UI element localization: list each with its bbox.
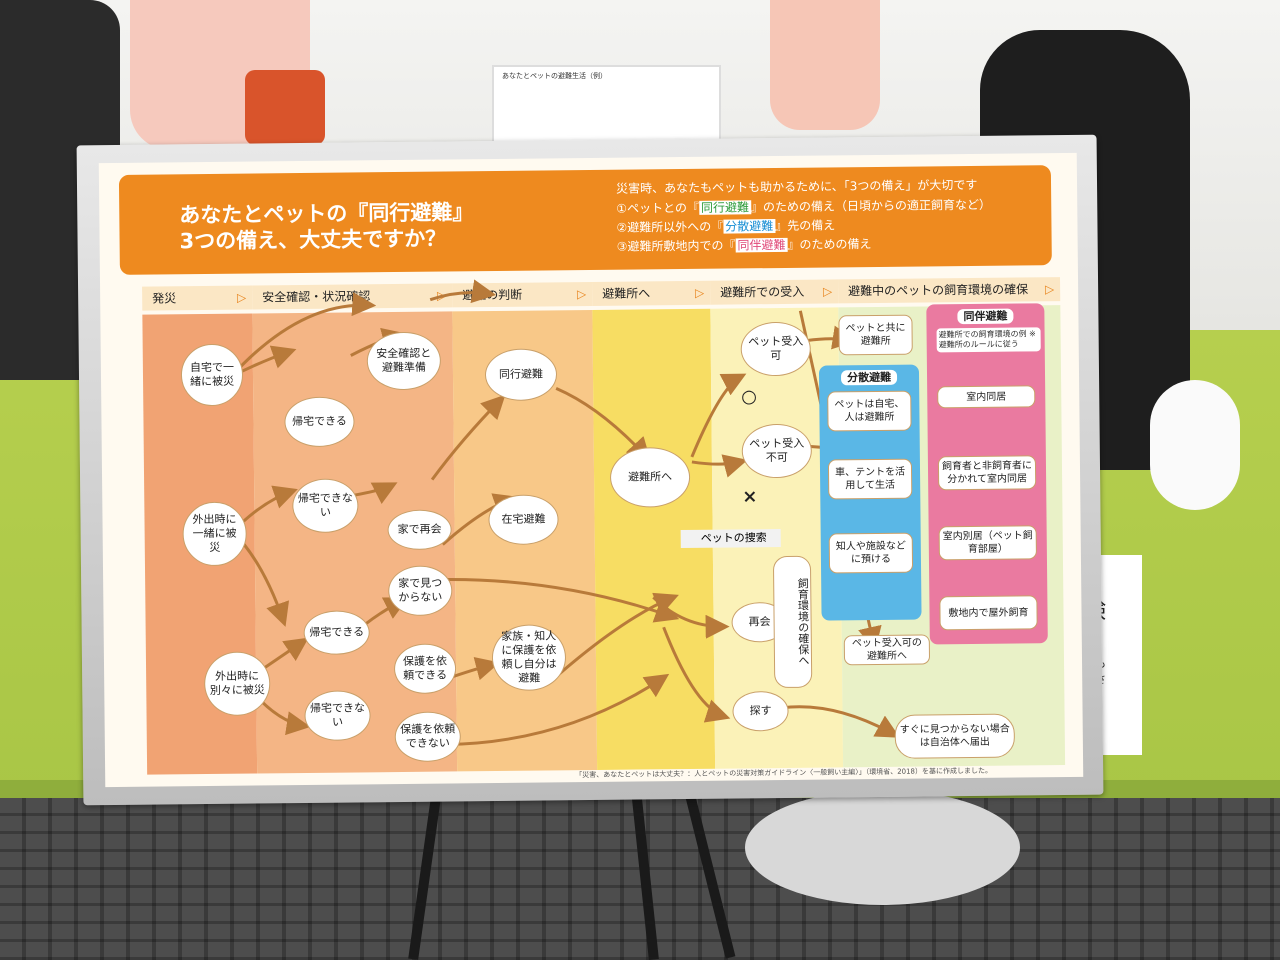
red-bag xyxy=(245,70,325,145)
node-ask-family: 家族・知人に保護を依頼し自分は避難 xyxy=(491,624,567,692)
node-environment: 飼育環境の確保へ xyxy=(772,555,813,689)
companion-title: 同伴避難 xyxy=(926,307,1044,325)
pet-search-tag: ペットの捜索 xyxy=(680,529,781,549)
dispersed-item-3: 知人や施設などに預ける xyxy=(828,532,914,574)
flow-arrows xyxy=(229,279,901,747)
poster-frame: あなたとペットの『同行避難』 3つの備え、大丈夫ですか？ 災害時、あなたもペット… xyxy=(76,134,1104,806)
companion-item-2: 飼育者と非飼育者に分かれて室内同居 xyxy=(937,455,1037,491)
arrow-2 xyxy=(229,292,377,378)
node-to-ok-shelter: ペット受入可の避難所へ xyxy=(843,634,931,666)
ok-circle-icon: ○ xyxy=(741,386,758,408)
ng-cross-icon: × xyxy=(742,486,758,508)
arrow-10 xyxy=(430,394,506,481)
node-home-together: 自宅で一緒に被災 xyxy=(180,343,244,407)
arrow-15 xyxy=(553,592,679,680)
companion-item-3: 室内別居（ペット飼育部屋） xyxy=(938,525,1037,561)
arrow-8 xyxy=(429,279,497,304)
arrow-9 xyxy=(351,482,398,504)
companion-note: 避難所での飼育環境の例 ※避難所のルールに従う xyxy=(936,327,1041,353)
arrow-18 xyxy=(690,373,747,458)
white-table xyxy=(1150,380,1240,510)
node-with-pet: ペットと共に避難所 xyxy=(838,314,913,356)
dispersed-item-1: ペットは自宅、人は避難所 xyxy=(827,390,912,432)
companion-item-1: 室内同居 xyxy=(937,385,1036,409)
arrow-16 xyxy=(444,673,670,747)
node-notify: すぐに見つからない場合は自治体へ届出 xyxy=(894,713,1016,759)
background-poster-title: あなたとペットの避難生活（例） xyxy=(502,72,607,80)
arrow-17 xyxy=(555,386,651,462)
dispersed-item-2: 車、テントを活用して生活 xyxy=(827,458,913,500)
person-pink-shirt-right xyxy=(770,0,880,130)
arrow-12 xyxy=(443,578,680,623)
dispersed-panel: 分散避難 ペットは自宅、人は避難所 車、テントを活用して生活 知人や施設などに預… xyxy=(818,364,922,621)
node-out-together: 外出時に一緒に被災 xyxy=(182,501,247,567)
background-poster: あなたとペットの避難生活（例） xyxy=(492,65,721,149)
arrow-21 xyxy=(662,626,731,723)
companion-item-4: 敷地内で屋外飼育 xyxy=(939,595,1038,631)
arrow-20 xyxy=(652,596,730,639)
dispersed-title: 分散避難 xyxy=(819,369,919,386)
stand-base xyxy=(745,790,1020,905)
companion-panel: 同伴避難 避難所での飼育環境の例 ※避難所のルールに従う 室内同居 飼育者と非飼… xyxy=(926,303,1048,645)
poster: あなたとペットの『同行避難』 3つの備え、大丈夫ですか？ 災害時、あなたもペット… xyxy=(98,152,1084,788)
arrow-19 xyxy=(691,454,748,478)
